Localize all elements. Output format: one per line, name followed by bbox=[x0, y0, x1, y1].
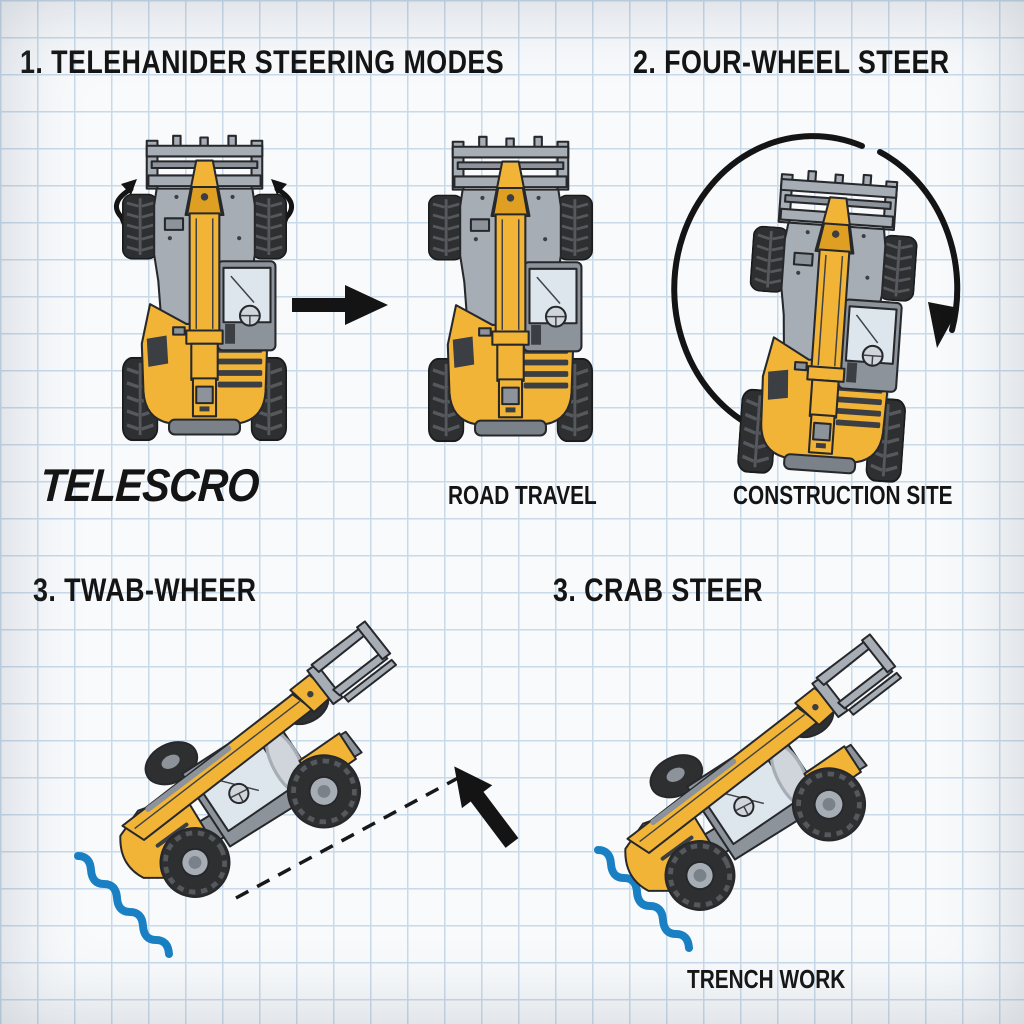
brand-logo-text: TELESCRO bbox=[38, 459, 261, 511]
caption-road-travel: ROAD TRAVEL bbox=[448, 480, 597, 510]
caption-trench-work: TRENCH WORK bbox=[687, 964, 846, 994]
telehandler-top-view-four-wheel-steer bbox=[735, 171, 922, 504]
title-two-wheel: 3. TWAB-WHEER bbox=[33, 572, 257, 608]
squiggle-line bbox=[74, 852, 173, 958]
title-crab-steer: 3. CRAB STEER bbox=[553, 572, 764, 608]
dashed-guide-line bbox=[235, 776, 459, 900]
diagonal-arrow-icon bbox=[454, 766, 519, 848]
title-four-wheel-steer: 2. FOUR-WHEEL STEER bbox=[633, 44, 950, 80]
title-steering-modes: 1. TELEHANIDER STEERING MODES bbox=[20, 44, 505, 80]
telehandler-top-view-road-travel bbox=[428, 140, 593, 462]
right-arrow-icon bbox=[292, 285, 388, 325]
caption-construction-site: CONSTRUCTION SITE bbox=[733, 480, 953, 510]
squiggle-line bbox=[594, 846, 693, 952]
telehandler-top-view-front-steer bbox=[122, 139, 287, 461]
